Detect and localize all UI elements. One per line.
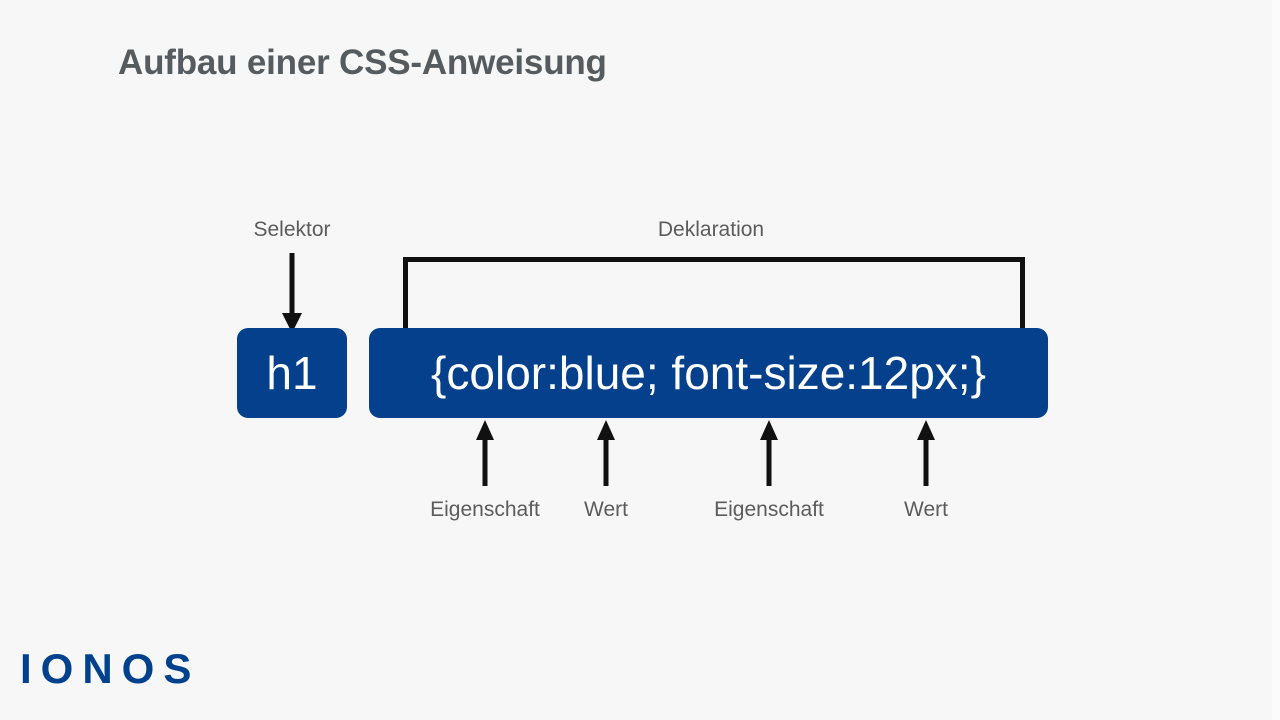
selector-code-text: h1 <box>266 347 318 399</box>
callout-label-value-2: Wert <box>904 498 948 521</box>
selector-code-box: h1 <box>237 328 347 418</box>
up-arrow-icon <box>476 420 494 486</box>
bracket-top-bar <box>403 257 1025 262</box>
callout-property-1: Eigenschaft <box>395 420 575 522</box>
callout-property-2: Eigenschaft <box>679 420 859 522</box>
bracket-left-leg <box>403 257 408 339</box>
callout-label-value-1: Wert <box>584 498 628 521</box>
slide-right-edge-strip <box>1272 0 1280 720</box>
up-arrow-icon <box>760 420 778 486</box>
label-selektor: Selektor <box>253 218 331 241</box>
bracket-right-leg <box>1020 257 1025 339</box>
declaration-code-box: {color:blue; font-size:12px;} <box>369 328 1048 418</box>
up-arrow-icon <box>597 420 615 486</box>
up-arrow-icon <box>917 420 935 486</box>
callout-value-2: Wert <box>836 420 1016 522</box>
ionos-logo: IONOS <box>20 645 201 692</box>
label-deklaration: Deklaration <box>657 218 765 241</box>
callout-label-property-2: Eigenschaft <box>714 498 824 521</box>
declaration-code-text: {color:blue; font-size:12px;} <box>431 347 986 399</box>
declaration-bracket <box>398 253 1030 339</box>
selector-down-arrow-icon <box>282 253 302 333</box>
page-title: Aufbau einer CSS-Anweisung <box>118 43 607 82</box>
callout-value-1: Wert <box>516 420 696 522</box>
callout-label-property-1: Eigenschaft <box>430 498 540 521</box>
